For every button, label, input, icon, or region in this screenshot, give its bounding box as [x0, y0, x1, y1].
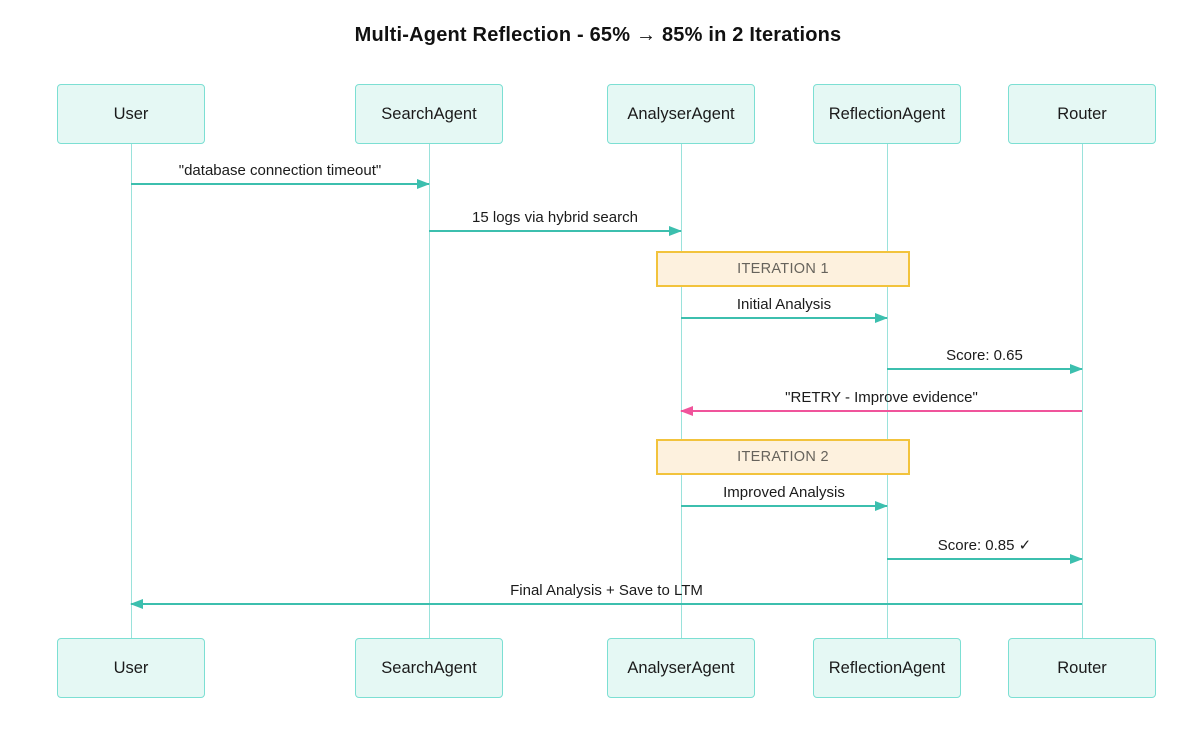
arrow-line: [887, 554, 1083, 564]
arrow-line: [681, 501, 888, 511]
message-initial-analysis: Initial Analysis: [681, 296, 888, 323]
actor-label: AnalyserAgent: [627, 658, 735, 677]
arrow-head-icon: [669, 226, 682, 236]
message-label: Score: 0.85 ✓: [937, 537, 1032, 554]
arrow-line: [130, 599, 1082, 609]
arrow-line: [887, 364, 1083, 374]
arrow-line: [131, 179, 430, 189]
arrow-line: [680, 406, 1082, 416]
arrow-head-icon: [875, 501, 888, 511]
message-label: Score: 0.65: [946, 347, 1023, 364]
note-iteration-2: ITERATION 2: [656, 439, 910, 475]
message-label: "RETRY - Improve evidence": [785, 389, 978, 406]
message-label: "database connection timeout": [178, 162, 382, 179]
arrow-line: [429, 226, 682, 236]
arrow-head-icon: [130, 599, 143, 609]
actor-label: Router: [1057, 104, 1107, 123]
actor-top-searchagent: SearchAgent: [355, 84, 503, 144]
actor-top-user: User: [57, 84, 205, 144]
actor-bottom-reflectionagent: ReflectionAgent: [813, 638, 961, 698]
message-improved-analysis: Improved Analysis: [681, 484, 888, 511]
actor-bottom-searchagent: SearchAgent: [355, 638, 503, 698]
lifeline-searchagent: [429, 144, 430, 638]
actor-bottom-analyseragent: AnalyserAgent: [607, 638, 755, 698]
message-score-085-check: Score: 0.85 ✓: [887, 537, 1083, 564]
note-label: ITERATION 1: [737, 261, 829, 277]
message-label: 15 logs via hybrid search: [472, 209, 638, 226]
actor-label: SearchAgent: [381, 658, 477, 677]
actor-label: Router: [1057, 658, 1107, 677]
actor-bottom-user: User: [57, 638, 205, 698]
actor-label: SearchAgent: [381, 104, 477, 123]
note-label: ITERATION 2: [737, 449, 829, 465]
arrow-line: [681, 313, 888, 323]
actor-label: AnalyserAgent: [627, 104, 735, 123]
arrow-head-icon: [875, 313, 888, 323]
lifeline-analyseragent: [681, 144, 682, 638]
arrow-head-icon: [680, 406, 693, 416]
arrow-head-icon: [1070, 554, 1083, 564]
arrow-head-icon: [417, 179, 430, 189]
actor-label: User: [113, 658, 149, 677]
arrow-head-icon: [1070, 364, 1083, 374]
message-database-connection-timeout: "database connection timeout": [131, 162, 430, 189]
message-retry-improve-evidence: "RETRY - Improve evidence": [680, 389, 1082, 416]
actor-bottom-router: Router: [1008, 638, 1156, 698]
lifeline-reflectionagent: [887, 144, 888, 638]
message-final-analysis-save-ltm: Final Analysis + Save to LTM: [130, 582, 1082, 609]
message-15-logs-hybrid-search: 15 logs via hybrid search: [429, 209, 682, 236]
message-score-065: Score: 0.65: [887, 347, 1083, 374]
actor-label: ReflectionAgent: [828, 658, 946, 677]
actor-top-analyseragent: AnalyserAgent: [607, 84, 755, 144]
lifeline-user: [131, 144, 132, 638]
actor-label: User: [113, 104, 149, 123]
actor-label: ReflectionAgent: [828, 104, 946, 123]
lifeline-router: [1082, 144, 1083, 638]
actor-top-reflectionagent: ReflectionAgent: [813, 84, 961, 144]
actor-top-router: Router: [1008, 84, 1156, 144]
message-label: Improved Analysis: [723, 484, 845, 501]
message-label: Final Analysis + Save to LTM: [510, 582, 703, 599]
diagram-title: Multi-Agent Reflection - 65% → 85% in 2 …: [354, 24, 842, 46]
note-iteration-1: ITERATION 1: [656, 251, 910, 287]
message-label: Initial Analysis: [736, 296, 832, 313]
